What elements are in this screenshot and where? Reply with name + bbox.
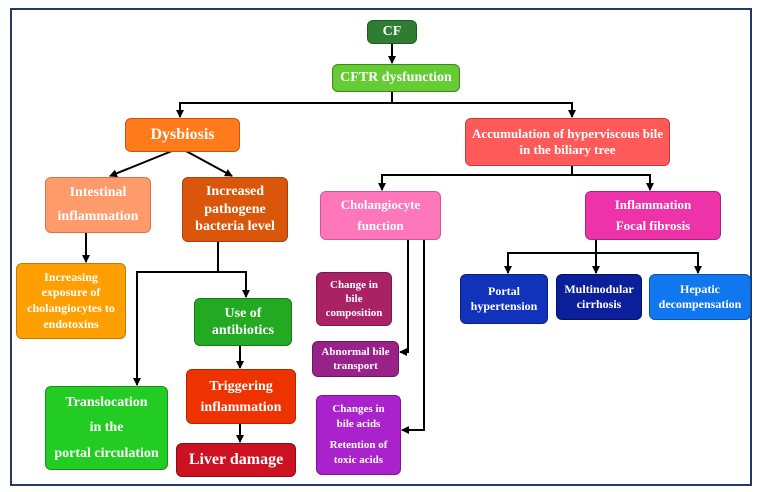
node-cf-label: CF (382, 24, 402, 40)
node-dysbiosis-label: Dysbiosis (150, 126, 215, 143)
node-liver-label: Liver damage (188, 451, 284, 468)
node-portal-hypertension: Portal hypertension (460, 274, 548, 324)
link-cholangiocyte-transport (399, 240, 409, 356)
node-dysbiosis: Dysbiosis (125, 118, 240, 152)
node-pathogene-line3: bacteria level (195, 219, 275, 235)
node-abnormal-bile-transport: Abnormal bile transport (312, 341, 399, 377)
node-portal-line1: Portal (488, 284, 520, 298)
node-cirrhosis-line2: cirrhosis (576, 297, 622, 311)
node-translocation-line1: Translocation (65, 395, 148, 411)
diagram-frame (10, 8, 752, 486)
node-exposure-line1: Increasing (44, 269, 98, 284)
node-multinodular-cirrhosis: Multinodular cirrhosis (556, 274, 642, 320)
node-accumulation: Accumulation of hyperviscous bile in the… (465, 118, 670, 166)
link-cholangiocyte-acids (401, 240, 425, 434)
node-inflammation-line1: Inflammation (614, 196, 692, 212)
link-accumulation-cholangiocyte (378, 166, 573, 191)
node-pathogene-line1: Increased (205, 184, 265, 200)
node-exposure-line3: cholangiocytes to (27, 301, 115, 315)
node-intestinal-line1: Intestinal (69, 185, 127, 201)
node-hepatic-decompensation: Hepatic decompensation (649, 274, 751, 320)
link-cftr-accumulation (392, 102, 576, 118)
node-bile-acids-line4: toxic acids (333, 453, 384, 466)
node-bile-comp-line1: Change in (330, 278, 378, 291)
node-bile-acids-line2: bile acids (336, 418, 381, 431)
node-cirrhosis-line1: Multinodular (564, 282, 634, 296)
node-cftr-dysfunction: CFTR dysfunction (332, 64, 460, 92)
node-bile-comp-line2: bile (345, 292, 363, 305)
node-increased-pathogene: Increased pathogene bacteria level (182, 177, 288, 242)
link-pathogene-translocation (133, 271, 218, 386)
node-triggering-inflammation: Triggering inflammation (186, 369, 296, 424)
link-inflammation-branches (504, 240, 597, 274)
node-accumulation-line2: in the biliary tree (519, 142, 616, 157)
node-bile-acids-line1: Changes in (332, 403, 385, 416)
node-hepatic-line1: Hepatic (680, 282, 720, 296)
node-hepatic-line2: decompensation (658, 297, 742, 311)
node-liver-damage: Liver damage (176, 443, 296, 477)
link-inflammation-hepatic (596, 252, 702, 274)
node-bile-comp-line3: composition (325, 307, 383, 320)
node-antibiotics-line2: antibiotics (211, 323, 275, 338)
link-pathogene-split (217, 242, 250, 298)
node-inflammation-fibrosis: Inflammation Focal fibrosis (585, 191, 721, 240)
link-accumulation-inflammation (572, 174, 654, 191)
node-triggering-line2: inflammation (200, 399, 282, 415)
node-antibiotics-line1: Use of (224, 305, 262, 321)
link-dysbiosis-pathogene (185, 150, 233, 177)
node-bile-transport-line1: Abnormal bile (321, 345, 390, 358)
node-cholangiocyte-line1: Cholangiocyte (340, 196, 421, 212)
node-increasing-exposure: Increasing exposure of cholangiocytes to… (16, 263, 126, 339)
node-accumulation-line1: Accumulation of hyperviscous bile (471, 125, 664, 141)
node-pathogene-line2: pathogene (204, 201, 266, 217)
node-bile-composition: Change in bile composition (316, 272, 392, 326)
node-bile-transport-line2: transport (333, 360, 378, 372)
node-cholangiocyte-function: Cholangiocyte function (320, 191, 441, 240)
node-cf: CF (367, 20, 417, 44)
node-exposure-line4: endotoxins (43, 316, 99, 331)
link-cftr-branches (176, 91, 393, 118)
node-intestinal-line2: inflammation (57, 209, 139, 224)
node-translocation-line2: in the (89, 420, 124, 436)
node-exposure-line2: exposure of (41, 285, 101, 300)
node-cftr-label: CFTR dysfunction (340, 70, 452, 86)
node-portal-line2: hypertension (470, 299, 538, 313)
node-use-of-antibiotics: Use of antibiotics (194, 298, 292, 346)
node-translocation-line3: portal circulation (54, 445, 159, 461)
node-bile-acids: Changes in bile acids Retention of toxic… (316, 395, 401, 475)
node-translocation: Translocation in the portal circulation (45, 386, 168, 470)
link-dysbiosis-intestinal (109, 150, 173, 178)
node-cholangiocyte-line2: function (357, 217, 404, 233)
node-intestinal-inflammation: Intestinal inflammation (45, 177, 151, 233)
node-inflammation-line2: Focal fibrosis (615, 217, 691, 233)
node-bile-acids-line3: Retention of (329, 439, 388, 451)
node-triggering-line1: Triggering (209, 378, 273, 394)
